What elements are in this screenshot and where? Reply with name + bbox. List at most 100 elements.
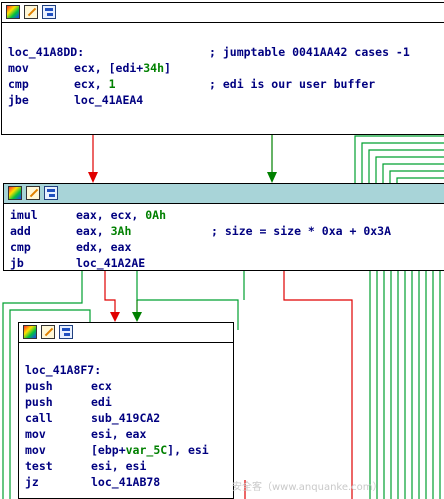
operand-constant: var_5C [125,443,168,457]
disassembly-lines: loc_41A8DD: ; jumptable 0041AA42 cases -1… [2,23,444,108]
graph-icon[interactable] [59,325,73,339]
operand-text: loc_41AEA4 [74,93,144,107]
code-label-line[interactable]: loc_41A8F7: [25,362,227,378]
mnemonic: call [25,411,53,425]
instruction-line[interactable]: jz loc_41AB78 [25,474,227,490]
mnemonic: mov [8,61,29,75]
mnemonic: imul [10,208,38,222]
operands[interactable]: edx, eax [76,239,131,255]
edit-icon[interactable] [24,5,38,19]
arrowhead-red [88,172,98,183]
code-block-node-1[interactable]: loc_41A8DD: ; jumptable 0041AA42 cases -1… [1,2,444,135]
mnemonic: test [25,459,53,473]
instruction-line[interactable]: cmp edx, eax [10,239,444,255]
instruction-line[interactable]: call sub_419CA2 [25,410,227,426]
operand-constant: 1 [108,77,116,91]
operand-text: sub_419CA2 [91,411,161,425]
edit-icon[interactable] [26,186,40,200]
edge-green [354,135,444,185]
code-comment: ; jumptable 0041AA42 cases -1 [209,45,410,59]
edge-green [368,149,444,185]
mnemonic: add [10,224,31,238]
operand-text: eax, ecx, [76,208,146,222]
instruction-line[interactable]: mov ecx, [edi+34h] [8,60,444,76]
instruction-line[interactable]: push edi [25,394,227,410]
graph-icon[interactable] [42,5,56,19]
edge-false [283,270,353,499]
instruction-line[interactable]: cmp ecx, 1 ; edi is our user buffer [8,76,444,92]
node-title-bar[interactable] [2,3,444,23]
instruction-line[interactable]: mov[ebp+var_5C], esi [25,442,227,458]
operands[interactable]: sub_419CA2 [91,410,160,426]
code-label[interactable]: loc_41A8F7: [25,363,102,377]
operand-text: loc_41A2AE [76,256,146,270]
code-block-node-2[interactable]: imul eax, ecx, 0Ah add eax, 3Ah ; size = siz… [3,183,444,271]
code-label[interactable]: loc_41A8DD: [8,45,85,59]
arrowhead-green [267,172,277,183]
arrowhead-green [132,312,142,322]
edge-green [375,156,444,185]
operands[interactable]: ecx [91,378,112,394]
instruction-line[interactable]: imul eax, ecx, 0Ah [10,207,444,223]
code-comment: ; size = size * 0xa + 0x3A [211,224,392,238]
operand-text: edi [91,395,112,409]
instruction-line[interactable]: add eax, 3Ah ; size = size * 0xa + 0x3A [10,223,444,239]
mnemonic: mov [25,427,46,441]
edge-false [104,270,116,318]
operands[interactable]: loc_41A2AE [76,255,146,270]
color-palette-icon[interactable] [6,5,20,19]
operand-constant: 3Ah [110,224,132,238]
operand-text: ], esi [167,443,209,457]
edge-green [382,163,444,185]
disassembly-lines: imul eax, ecx, 0Ah add eax, 3Ah ; size = siz… [4,204,444,270]
operands[interactable]: esi, eax [91,426,146,442]
edge-green [9,309,91,499]
mnemonic: cmp [8,77,29,91]
instruction-line[interactable]: test esi, esi [25,458,227,474]
edit-icon[interactable] [41,325,55,339]
code-label-line[interactable]: loc_41A8DD: ; jumptable 0041AA42 cases -1 [8,44,444,60]
mnemonic: jz [25,475,39,489]
arrowhead-red [110,312,120,322]
operand-constant: 0Ah [145,208,167,222]
node-title-bar[interactable] [19,323,233,343]
operand-text: ecx [91,379,112,393]
mnemonic: push [25,379,53,393]
operands[interactable]: loc_41AEA4 [74,92,143,108]
operands[interactable]: esi, esi [91,458,146,474]
operands[interactable]: ecx, 1 [74,76,116,92]
graph-icon[interactable] [44,186,58,200]
instruction-line[interactable]: jb loc_41A2AE [10,255,444,270]
edge-green [2,270,83,499]
mnemonic: jb [10,256,24,270]
color-palette-icon[interactable] [23,325,37,339]
node-title-bar-active[interactable] [4,184,444,204]
operands[interactable]: eax, 3Ah [76,223,131,239]
instruction-line[interactable]: push ecx [25,378,227,394]
operands[interactable]: eax, ecx, 0Ah [76,207,166,223]
operand-text: loc_41AB78 [91,475,161,489]
mnemonic: push [25,395,53,409]
color-palette-icon[interactable] [8,186,22,200]
instruction-line[interactable]: mov esi, eax [25,426,227,442]
operand-text: ecx, [edi+ [74,61,144,75]
code-comment: ; edi is our user buffer [209,77,376,91]
operand-constant: 34h [143,61,165,75]
edge-green [389,170,444,185]
operand-text: ] [164,61,171,75]
mnemonic: cmp [10,240,31,254]
edge-green [396,177,444,185]
operand-text: esi, eax [91,427,147,441]
operands[interactable]: [ebp+var_5C], esi [91,442,209,458]
operand-text: ecx, [74,77,109,91]
watermark: 安全客（www.anquanke.com） [232,482,383,493]
operands[interactable]: edi [91,394,112,410]
operand-text: edx, eax [76,240,132,254]
operands[interactable]: loc_41AB78 [91,474,160,490]
operands[interactable]: ecx, [edi+34h] [74,60,171,76]
